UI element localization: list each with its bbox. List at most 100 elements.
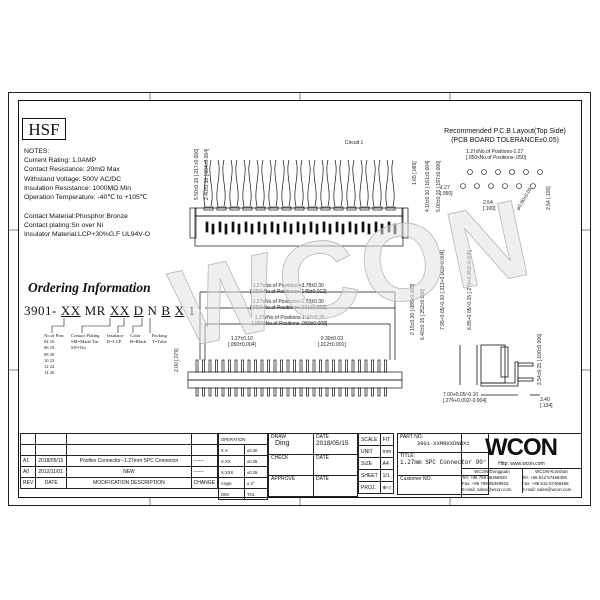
pin (260, 359, 264, 373)
contact-base (307, 206, 318, 211)
pcb-hole (474, 183, 480, 189)
pin (208, 359, 212, 373)
pin-tail (393, 223, 397, 235)
pin-tail (322, 221, 326, 233)
pin (299, 387, 303, 397)
pcb-hole (460, 183, 466, 189)
pcb-hole (488, 183, 494, 189)
pin (312, 387, 316, 397)
pin (332, 387, 335, 397)
pin (345, 387, 348, 397)
pin (325, 359, 329, 373)
dim-bottom-right-a: 2.15±0.20 [.085±0.008] (410, 283, 416, 335)
contact-spring (242, 159, 252, 207)
table-row: X.X±0.40 (218, 444, 269, 456)
pin-tail (335, 221, 339, 233)
contact-base (359, 206, 370, 211)
col-pins: No.of Pins 04 16 06 18 08 20 10 22 12 24… (44, 333, 64, 376)
contact-spring (294, 159, 304, 207)
pcb-hole (467, 169, 473, 175)
pin-tail (328, 223, 332, 235)
note-current-rating: Current Rating: 1.0AMP (24, 157, 97, 165)
pin (228, 359, 231, 373)
pin (195, 387, 199, 397)
pin (377, 359, 381, 373)
contact-base (346, 206, 357, 211)
dim-top-right-b: 4.10±0.10 [.161±0.004] (425, 160, 431, 212)
contact-spring (268, 159, 278, 207)
pin (377, 387, 381, 397)
contact-base (320, 206, 331, 211)
code-packing: X (174, 303, 185, 318)
drawing-outer-frame (8, 92, 591, 506)
contact-spring (203, 159, 213, 207)
dim-bottom-pin-width: 0.30±0.03[.012±0.001] (318, 336, 346, 348)
contact-base (333, 206, 344, 211)
pin-tail (341, 223, 345, 235)
pin-tail (283, 221, 287, 233)
pin-tail (244, 221, 248, 233)
code-mr: MR (84, 303, 106, 318)
pin (267, 359, 270, 373)
bottom-view-housing (187, 371, 403, 381)
bottom-view-drawing (187, 291, 403, 397)
col-insulator: Insulator D=LCP (107, 333, 124, 345)
pin (195, 359, 199, 373)
dim-top-left-a: 5.50±0.15 [.217±0.006] (194, 148, 200, 200)
pin-tail (270, 221, 274, 233)
pin (364, 359, 368, 373)
table-row (19, 433, 219, 445)
pin (358, 387, 361, 397)
pcb-hole (537, 169, 543, 175)
dim-side-h2: 6.85+0.05/-0.15 [.270+0.002/-0.006] (467, 249, 473, 330)
pcb-hole (495, 169, 501, 175)
pin (319, 359, 322, 373)
pcb-hole (502, 183, 508, 189)
contact-spring (255, 159, 265, 207)
note-contact-resistance: Contact Resistance: 20mΩ Max (24, 166, 120, 174)
ordering-table: No.of Pins 04 16 06 18 08 20 10 22 12 24… (44, 333, 184, 383)
pin (364, 387, 368, 397)
pcb-hole (530, 183, 536, 189)
contact-base (372, 206, 383, 211)
code-n: N (147, 303, 158, 318)
pin-tail (276, 223, 280, 235)
code-plating: XX (109, 303, 130, 318)
dim-pcb-row: 2.54 [.100] (546, 186, 552, 210)
pin (247, 359, 251, 373)
pin (351, 359, 355, 373)
pin-tail (218, 221, 222, 233)
col-color: Color B=Black (130, 333, 147, 345)
pin-tail (302, 223, 306, 235)
insulator-material: Insulator Material:LCP+30%G.F UL94V-O (24, 231, 150, 239)
pin (306, 359, 309, 373)
tolerance-table: OPERATION X.X±0.40 X.XX±0.25 X.XXX±0.15 … (218, 433, 269, 500)
dim-bottom-pitch: 1.27±0.10[.050±0.004] (228, 336, 256, 348)
top-view-drawing (189, 159, 409, 247)
code-prefix: 3901- (24, 303, 57, 318)
pin (208, 387, 212, 397)
dim-top-left-b: 2.40±0.10 [.094±0.004] (204, 148, 210, 200)
note-operation-temperature: Operation Temperature: -40℃ to +105℃ (24, 194, 148, 202)
pin (332, 359, 335, 373)
pin (228, 387, 231, 397)
pin (351, 387, 355, 397)
frame-ticks (8, 92, 591, 506)
pin (338, 387, 342, 397)
contact-base (229, 206, 240, 211)
pin (260, 387, 264, 397)
pin-tail (296, 221, 300, 233)
code-color: B (161, 303, 171, 318)
contact-spring (320, 159, 330, 207)
contact-base (281, 206, 292, 211)
pin (384, 359, 387, 373)
contact-base (294, 206, 305, 211)
contact-spring (307, 159, 317, 207)
pin (254, 359, 257, 373)
